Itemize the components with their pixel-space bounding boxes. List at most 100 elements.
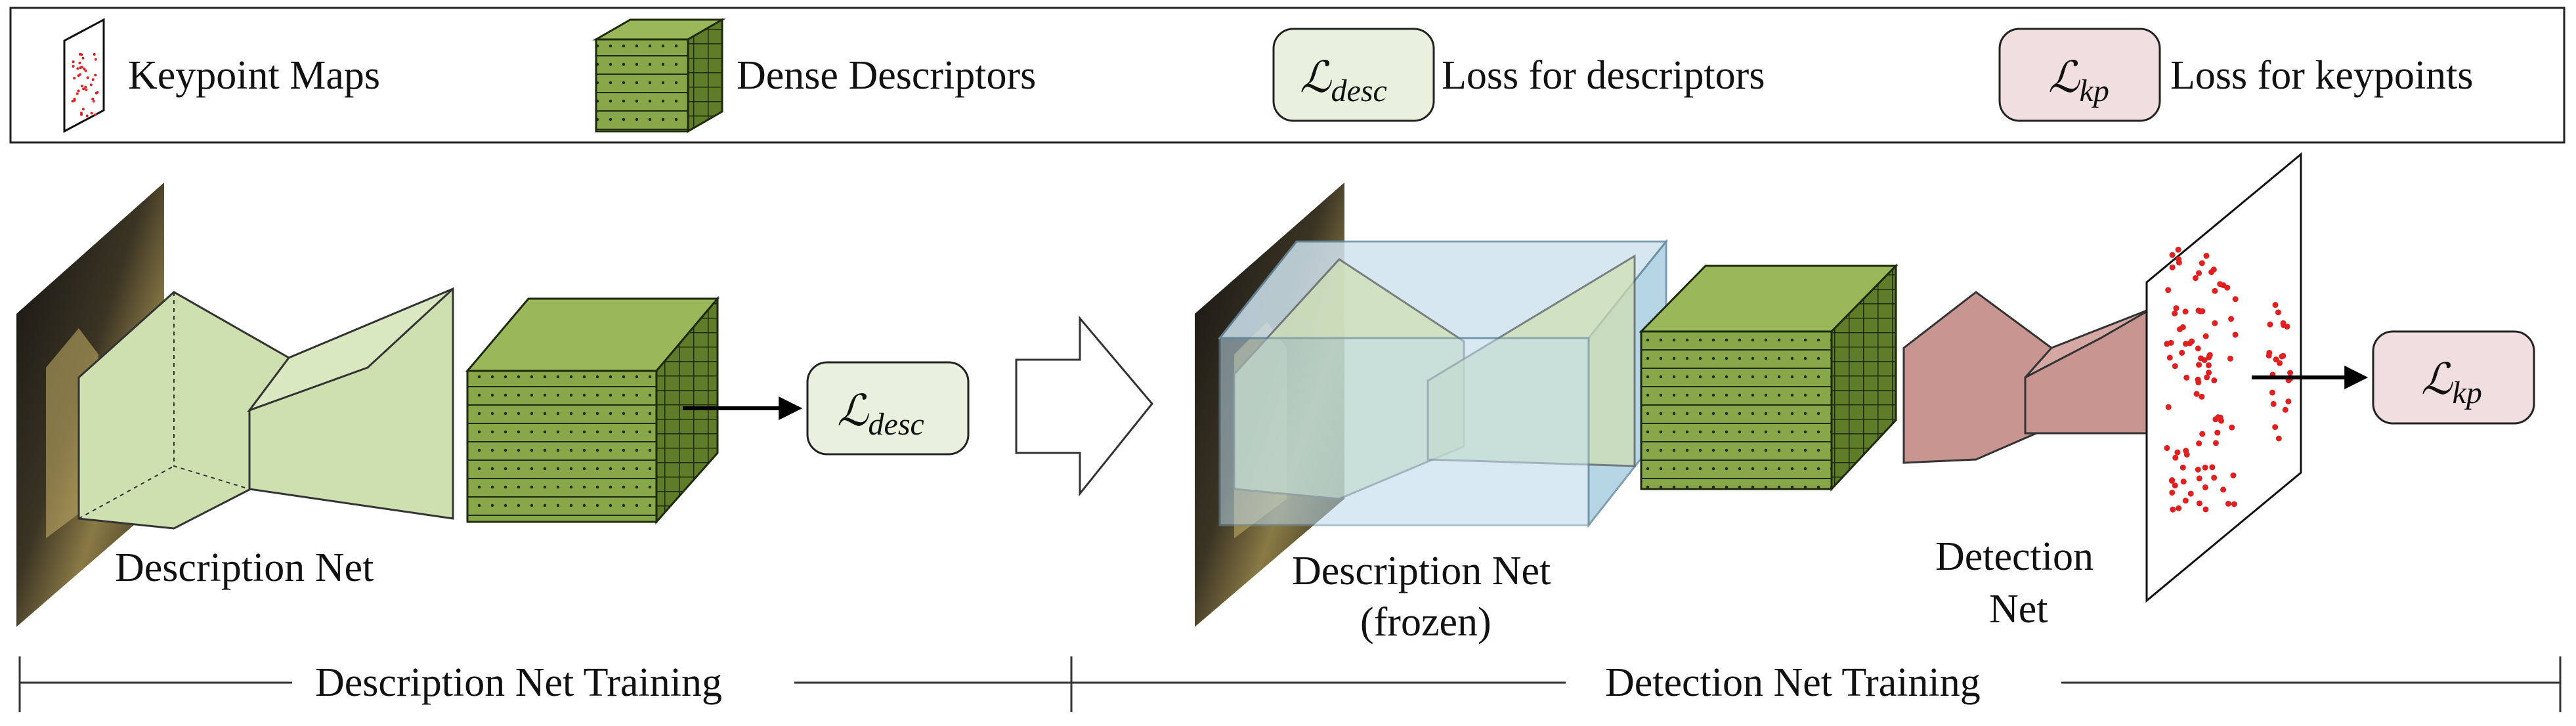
keypoint-dot xyxy=(2232,296,2239,303)
keypoint-dot xyxy=(2195,345,2201,352)
descriptor-cube-2 xyxy=(1639,263,1899,492)
frozen-net-label-line2: (frozen) xyxy=(1360,600,1492,645)
keypoint-dot xyxy=(2196,440,2202,447)
keypoint-dot xyxy=(2173,305,2179,312)
keypoint-dot xyxy=(2225,500,2231,507)
keypoint-dot xyxy=(2172,454,2179,461)
stage1-description-training: Description Net ℒdesc xyxy=(16,182,970,627)
keypoint-dot xyxy=(2202,333,2209,339)
detection-net-label-line1: Detection xyxy=(1935,534,2093,579)
loss-kp-box: ℒkp xyxy=(2372,330,2535,425)
legend-box: Keypoint Maps Dense Descriptors ℒdesc Lo… xyxy=(9,7,2565,144)
keypoint-dot xyxy=(2182,498,2189,504)
keypoint-dot xyxy=(91,78,95,81)
keypoint-dot xyxy=(2196,475,2202,482)
keypoint-dot xyxy=(79,73,82,76)
stage2-detection-training: Description Net (frozen) Detection Net ℒ… xyxy=(1195,152,2535,645)
keypoint-dot xyxy=(72,60,75,64)
description-training-label: Description Net Training xyxy=(315,660,722,705)
keypoint-dot xyxy=(2228,316,2235,322)
stage-transition-arrow xyxy=(1015,315,1153,497)
loss-desc-symbol: ℒdesc xyxy=(837,387,924,442)
keypoint-dot xyxy=(2214,429,2221,436)
keypoint-dot xyxy=(2231,501,2237,507)
keypoint-dot xyxy=(2202,506,2209,513)
keypoint-dot xyxy=(73,97,76,100)
keypoint-dot xyxy=(2165,287,2172,293)
keypoint-dot xyxy=(94,58,97,61)
keypoint-dot xyxy=(81,108,85,111)
keypoint-dot xyxy=(2269,389,2275,396)
keypoint-dot xyxy=(2193,391,2200,397)
keypoint-dot xyxy=(80,84,83,87)
keypoint-dot xyxy=(2196,270,2202,276)
legend-loss-kp-symbol: ℒkp xyxy=(2048,54,2109,108)
keypoint-dot xyxy=(2182,309,2189,315)
keypoint-dot xyxy=(2168,477,2175,484)
section-timeline: Description Net Training Detection Net T… xyxy=(18,656,2562,712)
keypoint-dot xyxy=(2206,370,2212,376)
keypoint-dot xyxy=(2196,362,2202,368)
keypoint-dot xyxy=(2202,484,2208,490)
keypoint-dot xyxy=(75,92,79,95)
keypoint-dot xyxy=(2179,464,2186,471)
keypoint-dot xyxy=(2282,406,2288,413)
legend-loss-desc-symbol: ℒdesc xyxy=(1300,54,1387,108)
keypoint-dot xyxy=(2215,414,2222,421)
legend-loss-keypoints-label: Loss for keypoints xyxy=(2170,53,2474,98)
frozen-net-label-line1: Description Net xyxy=(1292,549,1551,593)
legend-dense-descriptors-label: Dense Descriptors xyxy=(737,53,1036,98)
keypoint-dot xyxy=(84,85,87,89)
keypoint-dot xyxy=(2169,489,2176,496)
keypoint-dot xyxy=(79,66,82,70)
keypoint-dot xyxy=(85,88,88,91)
keypoint-dot xyxy=(84,69,87,72)
keypoint-map-icon xyxy=(63,18,105,133)
keypoint-dot xyxy=(2267,321,2273,328)
description-net-label-1: Description Net xyxy=(115,545,374,590)
keypoint-dot xyxy=(2183,374,2190,381)
keypoint-dot xyxy=(2279,353,2285,360)
keypoint-dot xyxy=(2176,505,2182,511)
keypoint-dot xyxy=(2164,445,2170,452)
keypoint-dot xyxy=(2176,326,2183,333)
keypoint-dot xyxy=(2212,440,2219,446)
keypoint-dot xyxy=(2232,331,2239,338)
descriptor-cube-1 xyxy=(465,295,720,524)
keypoint-dot xyxy=(2166,354,2173,361)
keypoint-dot xyxy=(94,74,97,77)
keypoint-dot xyxy=(2179,349,2185,356)
loss-desc-box: ℒdesc xyxy=(806,361,970,456)
keypoint-dot xyxy=(2212,288,2218,294)
keypoint-dot xyxy=(2287,370,2294,376)
keypoint-dot xyxy=(2273,356,2279,363)
keypoint-dot xyxy=(2272,424,2279,431)
keypoint-dot xyxy=(2197,308,2204,314)
keypoint-dot xyxy=(2229,424,2235,431)
detection-net-label-line2: Net xyxy=(1989,587,2048,631)
legend-loss-desc-badge: ℒdesc xyxy=(1272,28,1435,122)
keypoint-dot xyxy=(2265,352,2272,359)
keypoint-dot xyxy=(2201,357,2208,364)
legend-loss-kp-badge: ℒkp xyxy=(1998,28,2161,122)
keypoint-dot xyxy=(94,113,97,116)
keypoint-dot xyxy=(91,97,95,100)
keypoint-dot xyxy=(2169,251,2176,258)
keypoint-dot xyxy=(2230,472,2237,479)
keypoint-dot xyxy=(2183,448,2189,454)
keypoint-dot xyxy=(2208,269,2215,276)
keypoint-dot xyxy=(2275,435,2282,442)
detection-training-label: Detection Net Training xyxy=(1605,660,1981,705)
keypoint-map-output xyxy=(2145,152,2302,603)
keypoint-dots xyxy=(2164,246,2294,513)
keypoint-dot xyxy=(2172,482,2178,489)
keypoint-dot xyxy=(2174,449,2181,456)
dense-descriptors-icon xyxy=(592,18,726,133)
keypoint-dot xyxy=(78,61,81,64)
keypoint-dot xyxy=(72,65,75,68)
keypoint-dot xyxy=(2195,376,2201,383)
legend-keypoint-maps-label: Keypoint Maps xyxy=(128,53,380,98)
keypoint-dot xyxy=(2192,275,2199,282)
keypoint-dot xyxy=(92,100,95,103)
